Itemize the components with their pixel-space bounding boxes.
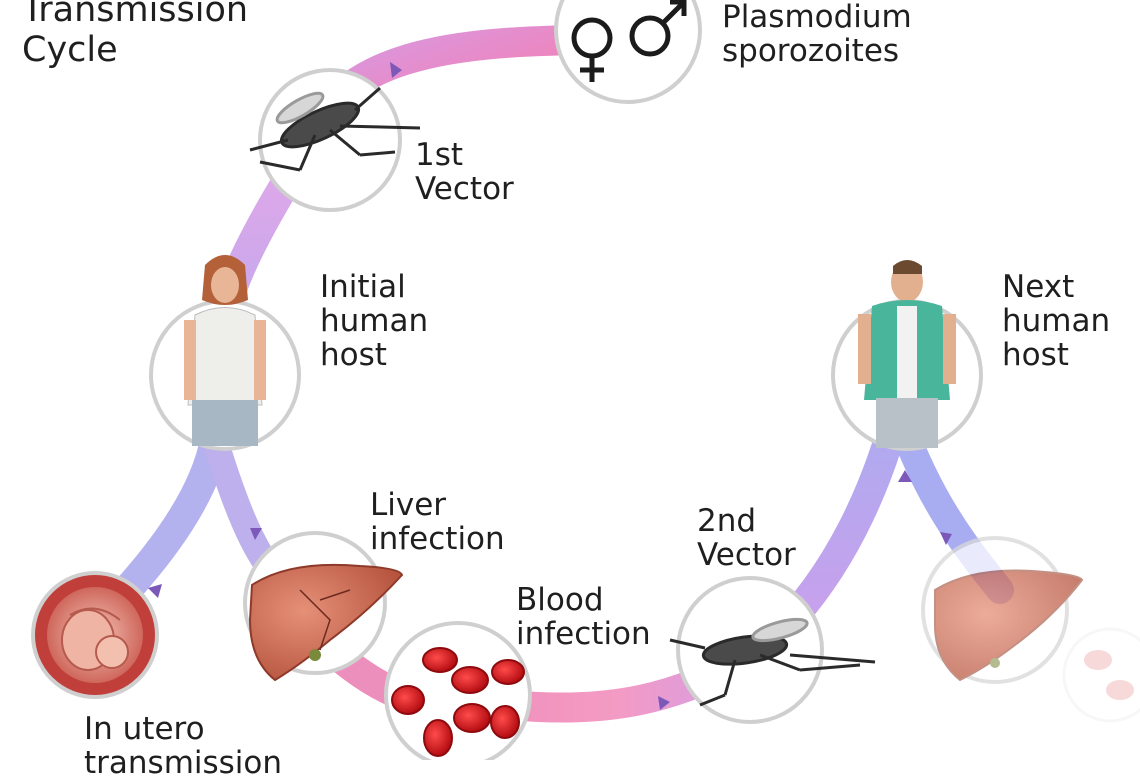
initial-host-label: Initial human host (320, 269, 429, 373)
fetus-icon (61, 607, 129, 671)
liver-node (243, 531, 404, 682)
liver-icon (248, 563, 404, 682)
next-host-label: Next human host (1002, 269, 1111, 373)
blood-cells-icon (391, 647, 525, 757)
plasmodium-label: Plasmodium sporozoites (722, 0, 912, 69)
path-arrows (148, 62, 952, 710)
first-vector-node (249, 68, 421, 212)
next-host-node (831, 260, 983, 451)
second-vector-node (669, 576, 876, 724)
in-utero-label: In utero transmission (84, 711, 283, 781)
faded-blood-cells (1062, 627, 1140, 723)
blood-node (384, 621, 532, 760)
female-symbol-icon (571, 17, 613, 82)
second-vector-label: 2nd Vector (697, 503, 796, 573)
mosquito-icon (669, 617, 876, 707)
liver-label: Liver infection (370, 487, 505, 557)
woman-icon (184, 255, 266, 446)
in-utero-node (31, 571, 159, 699)
next-liver-node (921, 536, 1084, 684)
plasmodium-node (554, 0, 702, 104)
male-symbol-icon (629, 0, 687, 57)
man-icon (858, 260, 956, 448)
first-vector-label: 1st Vector (415, 137, 514, 207)
initial-host-node (149, 255, 301, 451)
transmission-cycle-diagram: Transmission Cycle Plasmodium sporozoite… (22, 0, 1140, 780)
mosquito-icon (249, 86, 421, 172)
liver-icon (934, 569, 1084, 682)
diagram-title: Transmission Cycle (22, 0, 249, 70)
diagram-canvas (31, 0, 1140, 760)
blood-label: Blood infection (516, 582, 651, 652)
